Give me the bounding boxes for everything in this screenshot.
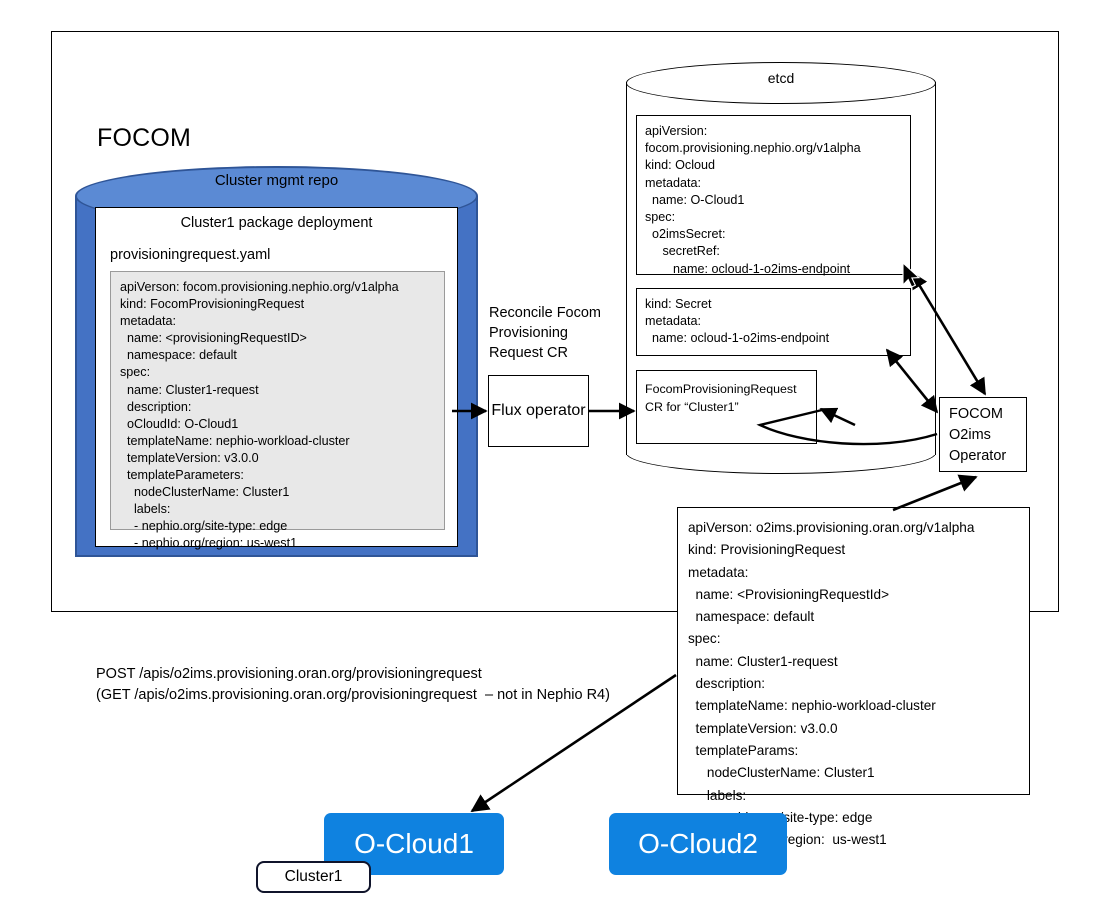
ocloud-cr-text: apiVersion: focom.provisioning.nephio.or…	[645, 124, 861, 276]
focom-o2ims-operator-label: FOCOM O2ims Operator	[949, 406, 1007, 464]
cluster1-tag-label: Cluster1	[284, 868, 343, 885]
etcd-cylinder-top	[626, 62, 936, 104]
focom-provisioning-request-cr-box: FocomProvisioningRequest CR for “Cluster…	[636, 370, 817, 444]
focom-title: FOCOM	[97, 124, 192, 152]
arrow-operator-to-focom-pr-cr	[756, 408, 938, 446]
focom-provisioning-request-yaml-text: apiVerson: focom.provisioning.nephio.org…	[120, 280, 399, 551]
arrow-secret-cr-to-operator	[885, 348, 939, 414]
mouse-cursor	[902, 261, 921, 288]
o-cloud1-box: O-Cloud1	[324, 813, 504, 875]
api-note-line-2: (GET /apis/o2ims.provisioning.oran.org/p…	[96, 687, 610, 703]
arrow-provisioning-request-to-operator	[892, 474, 978, 512]
focom-o2ims-operator-box: FOCOM O2ims Operator	[939, 397, 1027, 472]
cluster-mgmt-repo-label: Cluster mgmt repo	[214, 172, 339, 189]
provisioning-request-yaml-box: apiVerson: o2ims.provisioning.oran.org/v…	[677, 507, 1030, 847]
flux-operator-label: Flux operator	[491, 402, 586, 419]
etcd-label: etcd	[767, 70, 795, 86]
cluster1-tag-box: Cluster1	[256, 861, 371, 893]
focom-provisioning-request-yaml-block: apiVerson: focom.provisioning.nephio.org…	[110, 271, 445, 550]
cluster1-package-deployment-title: Cluster1 package deployment	[180, 215, 373, 231]
ocloud-cr-box: apiVersion: focom.provisioning.nephio.or…	[636, 115, 911, 276]
focom-provisioning-request-cr-text: FocomProvisioningRequest CR for “Cluster…	[645, 382, 797, 414]
secret-cr-text: kind: Secret metadata: name: ocloud-1-o2…	[645, 297, 830, 346]
arrow-ocloud-cr-to-operator	[910, 271, 987, 396]
provisioningrequest-yaml-filename: provisioningrequest.yaml	[110, 247, 271, 263]
api-note-line-1: POST /apis/o2ims.provisioning.oran.org/p…	[96, 666, 482, 682]
arrow-operator-to-focom-pr-cr-head	[819, 407, 856, 427]
flux-operator-box: Flux operator	[488, 375, 589, 447]
secret-cr-box: kind: Secret metadata: name: ocloud-1-o2…	[636, 288, 911, 356]
o-cloud1-label: O-Cloud1	[354, 828, 474, 859]
arrow-provisioning-request-to-ocloud1	[470, 673, 677, 813]
o-cloud2-box: O-Cloud2	[609, 813, 787, 875]
reconcile-focom-provisioning-request-label: Reconcile Focom Provisioning Request CR	[489, 305, 602, 361]
o-cloud2-label: O-Cloud2	[638, 828, 758, 859]
